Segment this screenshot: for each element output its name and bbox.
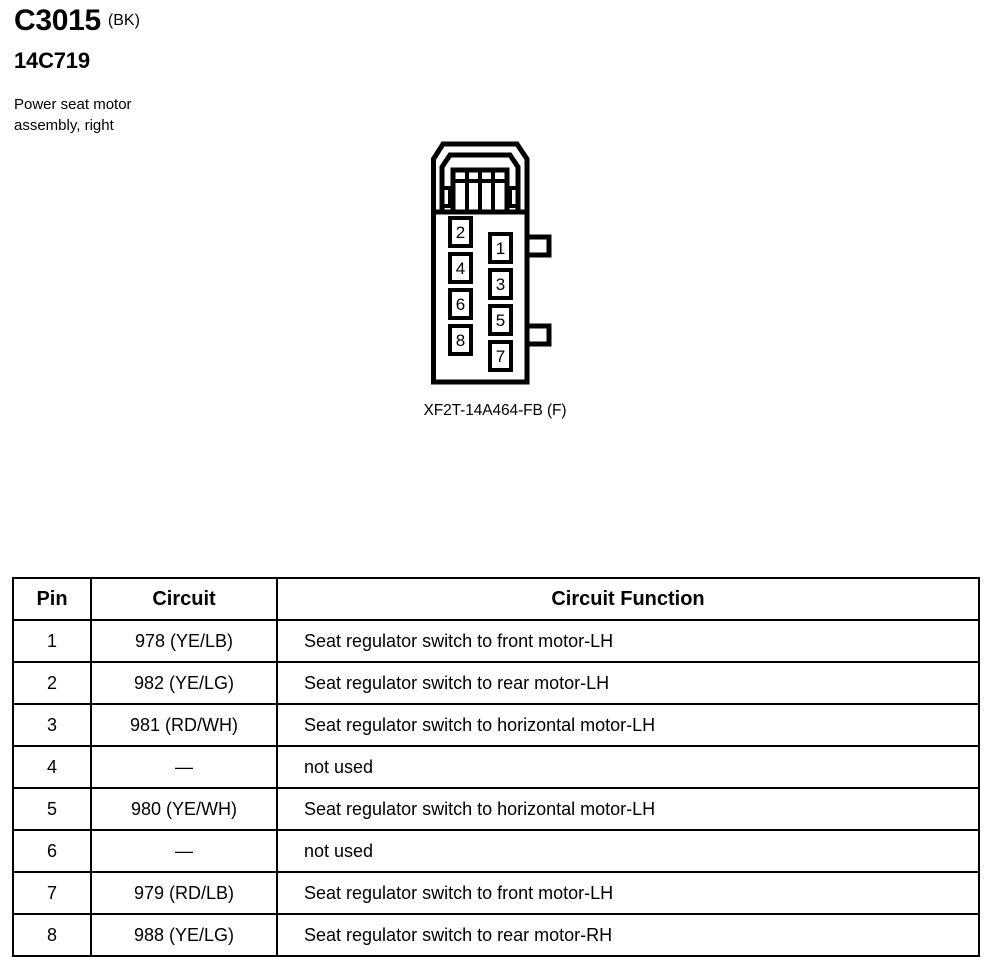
connector-part-label: XF2T-14A464-FB (F) (423, 402, 567, 419)
cell-pin: 6 (12, 829, 92, 873)
cell-pin: 8 (12, 913, 92, 957)
cell-pin: 3 (12, 703, 92, 747)
pin-cavity-label-4: 4 (456, 259, 465, 278)
connector-description: Power seat motor assembly, right (14, 96, 132, 135)
cell-circuit: — (90, 829, 278, 873)
table-header-row: Pin Circuit Circuit Function (12, 577, 980, 621)
cell-circuit-function: Seat regulator switch to horizontal moto… (276, 703, 980, 747)
cell-pin: 4 (12, 745, 92, 789)
connector-id-line: C3015 (BK) (14, 6, 434, 36)
cell-circuit: 979 (RD/LB) (90, 871, 278, 915)
cell-circuit: 981 (RD/WH) (90, 703, 278, 747)
column-header-pin: Pin (12, 577, 92, 621)
cell-circuit-function: Seat regulator switch to front motor-LH (276, 871, 980, 915)
connector-figure: 2 4 6 8 1 3 5 7 XF2T-14A464-FB (F) (380, 130, 610, 420)
pin-cavity-label-1: 1 (496, 239, 505, 258)
cell-circuit-function: Seat regulator switch to rear motor-RH (276, 913, 980, 957)
pin-cavity-label-2: 2 (456, 223, 465, 242)
cell-circuit-function: not used (276, 829, 980, 873)
connector-header: C3015 (BK) 14C719 Power seat motor assemb… (14, 6, 434, 137)
part-number: 14C719 (14, 48, 90, 73)
pin-cavity-label-3: 3 (496, 275, 505, 294)
cell-circuit-function: Seat regulator switch to rear motor-LH (276, 661, 980, 705)
pin-cavity-label-7: 7 (496, 347, 505, 366)
table-row: 4—not used (12, 745, 980, 789)
cell-pin: 2 (12, 661, 92, 705)
cell-circuit-function: Seat regulator switch to horizontal moto… (276, 787, 980, 831)
pin-cavity-label-6: 6 (456, 295, 465, 314)
column-header-circuit-function: Circuit Function (276, 577, 980, 621)
cell-circuit: — (90, 745, 278, 789)
pin-cavity-label-5: 5 (496, 311, 505, 330)
cell-circuit-function: Seat regulator switch to front motor-LH (276, 619, 980, 663)
pin-cavity-label-8: 8 (456, 331, 465, 350)
cell-circuit: 978 (YE/LB) (90, 619, 278, 663)
column-header-circuit: Circuit (90, 577, 278, 621)
cell-circuit: 988 (YE/LG) (90, 913, 278, 957)
cell-pin: 5 (12, 787, 92, 831)
cell-pin: 1 (12, 619, 92, 663)
connector-diagram-icon: 2 4 6 8 1 3 5 7 (431, 141, 552, 385)
connector-id: C3015 (14, 4, 101, 37)
table-row: 6—not used (12, 829, 980, 873)
cell-circuit: 980 (YE/WH) (90, 787, 278, 831)
connector-color-code: (BK) (107, 12, 140, 29)
cell-circuit: 982 (YE/LG) (90, 661, 278, 705)
cell-pin: 7 (12, 871, 92, 915)
cell-circuit-function: not used (276, 745, 980, 789)
